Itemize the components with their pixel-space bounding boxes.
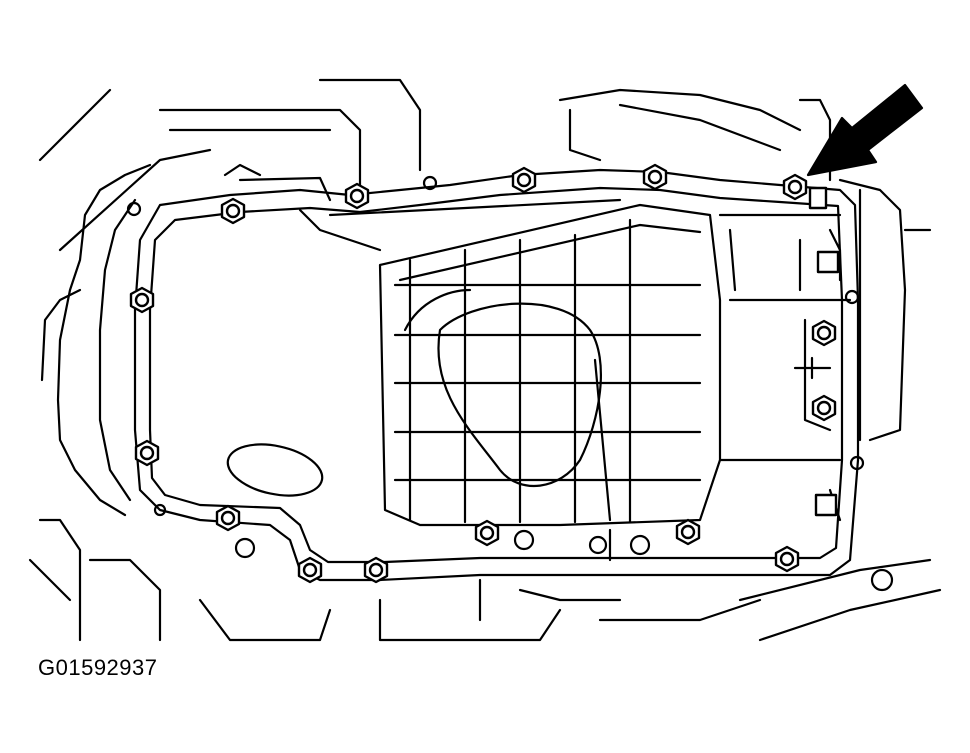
bolt <box>774 545 800 573</box>
bolt <box>642 163 668 191</box>
bolt <box>363 556 389 584</box>
bolt <box>782 173 808 201</box>
bolt <box>215 504 241 532</box>
engine-surroundings <box>28 78 942 642</box>
left-cover <box>40 163 152 517</box>
bolt <box>814 493 838 517</box>
bolt <box>344 182 370 210</box>
bolt <box>220 197 246 225</box>
bolt <box>297 556 323 584</box>
bolt <box>808 186 828 210</box>
bolt <box>675 518 701 546</box>
oil-pan-flange <box>133 168 860 582</box>
flange-tabs <box>126 175 865 517</box>
bolt <box>134 439 160 467</box>
bolt <box>816 250 840 274</box>
bolt <box>474 519 500 547</box>
arrow-pointing-at-bolt-icon <box>806 83 924 177</box>
bolt <box>811 394 837 422</box>
bolt <box>811 319 837 347</box>
bolts <box>129 163 840 584</box>
figure-id-label: G01592937 <box>38 655 158 680</box>
right-section <box>718 213 852 522</box>
sump-ribs <box>378 203 722 562</box>
pan-interior <box>223 163 622 497</box>
bolt <box>511 166 537 194</box>
bolt <box>129 286 155 314</box>
